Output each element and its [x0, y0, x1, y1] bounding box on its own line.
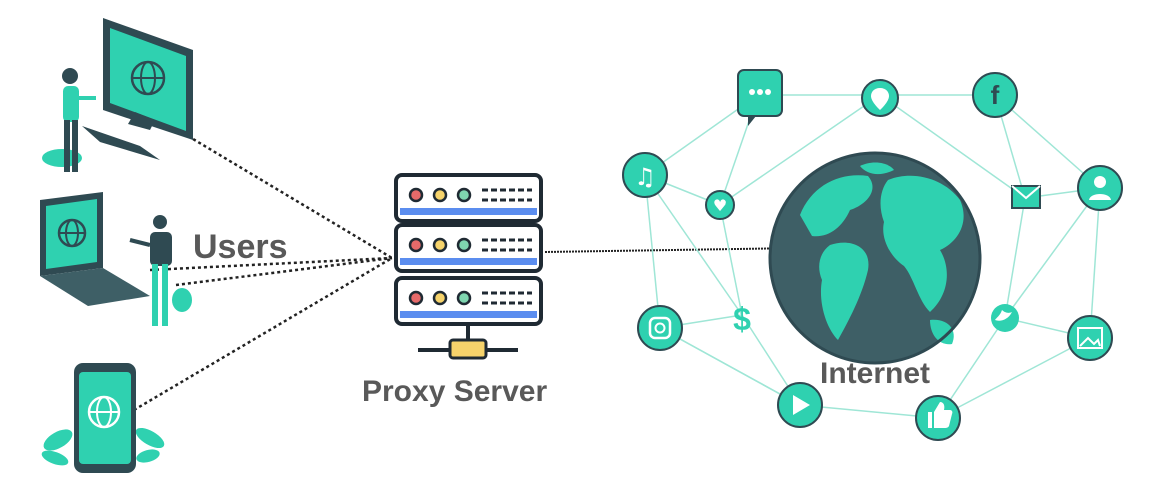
location-pin-icon [861, 79, 899, 117]
twitter-icon [991, 304, 1019, 332]
chat-bubble-icon [737, 69, 783, 126]
desktop-connection-line [187, 134, 393, 260]
plant-leaves [172, 288, 192, 312]
image-icon [1067, 315, 1113, 361]
proxy-server-label: Proxy Server [362, 375, 548, 408]
mail-icon [1011, 185, 1041, 209]
user-connection-lines [133, 134, 393, 412]
internet-label: Internet [820, 357, 931, 390]
plant-leaves [41, 427, 165, 466]
heart-icon: ♥ [705, 190, 735, 220]
dollar-icon: $ [733, 301, 751, 337]
svg-text:♫: ♫ [634, 163, 656, 191]
laptop-connection-line-1 [175, 256, 393, 287]
music-note-icon: ♫ [622, 152, 668, 198]
internet-connection-line [544, 247, 801, 253]
woman-figure-icon [62, 68, 96, 172]
server-unit-top [394, 173, 543, 223]
svg-text:♥: ♥ [713, 196, 727, 215]
laptop-icon [40, 192, 150, 306]
thumbs-up-icon [915, 395, 961, 441]
phone-connection-line [133, 256, 393, 412]
man-figure-icon [129, 215, 172, 326]
laptop-user-group [40, 192, 192, 326]
facebook-icon: f [972, 72, 1018, 118]
desktop-user-group [42, 18, 193, 172]
phone-user-group [41, 363, 165, 473]
svg-text:$: $ [733, 301, 751, 337]
mobile-phone-icon [74, 363, 136, 473]
svg-text:f: f [991, 80, 1000, 110]
server-unit-bottom [394, 276, 543, 326]
earth-globe-icon [768, 151, 982, 365]
server-base [418, 324, 518, 360]
server-unit-middle [394, 223, 543, 273]
laptop-connection-line-2 [149, 256, 393, 272]
instagram-icon [637, 305, 683, 351]
desktop-computer-icon [82, 18, 193, 160]
users-label: Users [193, 228, 288, 266]
user-profile-icon [1077, 165, 1123, 211]
server-rack-icon [394, 173, 543, 360]
play-icon [777, 382, 823, 428]
